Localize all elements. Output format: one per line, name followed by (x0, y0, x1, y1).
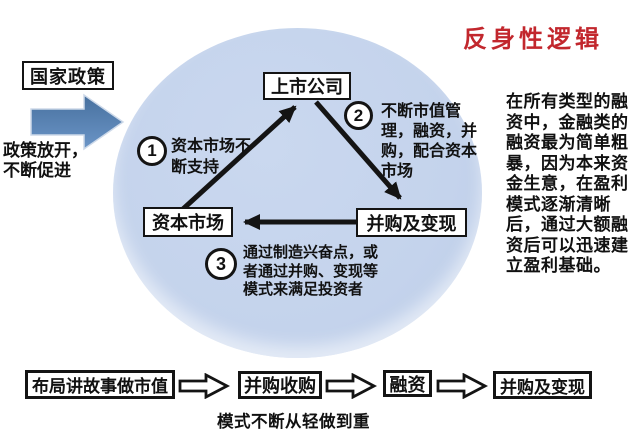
side-commentary-line: 金生意，在盈利 (506, 174, 629, 193)
step-2-note-line: 不断市值管 (381, 103, 462, 120)
flow-arrow-icon (436, 373, 488, 399)
policy-note: 政策放开， 不断促进 (3, 141, 88, 181)
flow-step-ma-acquisition: 并购收购 (238, 371, 322, 399)
step-3-note-line: 者通过并购、变现等 (243, 262, 379, 280)
policy-note-line: 政策放开， (3, 141, 88, 160)
flow-caption: 模式不断从轻做到重 (217, 413, 370, 431)
node-ma-monetization: 并购及变现 (356, 208, 467, 237)
side-commentary-line: 资中，金融类的 (506, 112, 629, 132)
side-commentary-line: 在所有类型的融 (506, 92, 629, 111)
flow-step-ma-monetization: 并购及变现 (493, 371, 592, 399)
flow-step-label: 融资 (389, 374, 426, 395)
side-commentary-line: 模式逐渐清晰 (506, 194, 611, 214)
step-1-note: 资本市场不 断支持 (171, 136, 251, 178)
arrow-listed-to-ma (314, 100, 402, 200)
flow-arrow-icon (325, 373, 377, 399)
flow-arrow-icon (178, 373, 230, 399)
side-commentary-line: 后，通过大额融 (506, 215, 629, 234)
flow-step-label: 并购收购 (244, 376, 316, 396)
step-2-note-line: 购，配合资本 (381, 143, 478, 160)
node-capital-market-label: 资本市场 (152, 213, 224, 233)
flow-step-label: 并购及变现 (500, 377, 585, 397)
step-1-badge: 1 (137, 136, 167, 166)
flow-step-financing: 融资 (383, 370, 432, 397)
step-2-badge: 2 (344, 101, 373, 130)
flow-step-label: 布局讲故事做市值 (32, 377, 168, 396)
step-2-note: 不断市值管 理，融资，并 购，配合资本 市场 (381, 102, 477, 182)
page-title: 反身性逻辑 (463, 26, 603, 53)
side-commentary-line: 融资最为简单粗 (506, 133, 629, 152)
node-capital-market: 资本市场 (143, 207, 233, 237)
national-policy-box: 国家政策 (22, 61, 114, 90)
step-3-note-line: 模式来满足投资者 (243, 281, 364, 298)
node-ma-monetization-label: 并购及变现 (366, 213, 457, 234)
side-commentary: 在所有类型的融 资中，金融类的 融资最为简单粗 暴，因为本来资 金生意，在盈利 … (506, 92, 640, 277)
node-listed-company: 上市公司 (263, 72, 351, 100)
step-1-note-line: 断支持 (171, 159, 220, 176)
side-commentary-line: 立盈利基础。 (506, 256, 611, 275)
step-2-note-line: 理，融资，并 (381, 123, 478, 140)
national-policy-label: 国家政策 (30, 66, 106, 87)
side-commentary-line: 暴，因为本来资 (506, 153, 629, 173)
step-3-note-line: 通过制造兴奋点，或 (243, 244, 379, 261)
node-listed-company-label: 上市公司 (271, 77, 343, 97)
policy-arrow-icon (30, 93, 125, 151)
policy-note-line: 不断促进 (3, 161, 71, 180)
side-commentary-line: 资后可以迅速建 (506, 235, 629, 255)
step-3-badge: 3 (205, 248, 237, 280)
step-2-note-line: 市场 (381, 163, 414, 180)
step-1-note-line: 资本市场不 (171, 138, 252, 155)
step-3-note: 通过制造兴奋点，或 者通过并购、变现等 模式来满足投资者 (243, 244, 378, 300)
arrow-capital-to-listed (181, 105, 297, 211)
flow-step-build-story: 布局讲故事做市值 (25, 370, 175, 399)
